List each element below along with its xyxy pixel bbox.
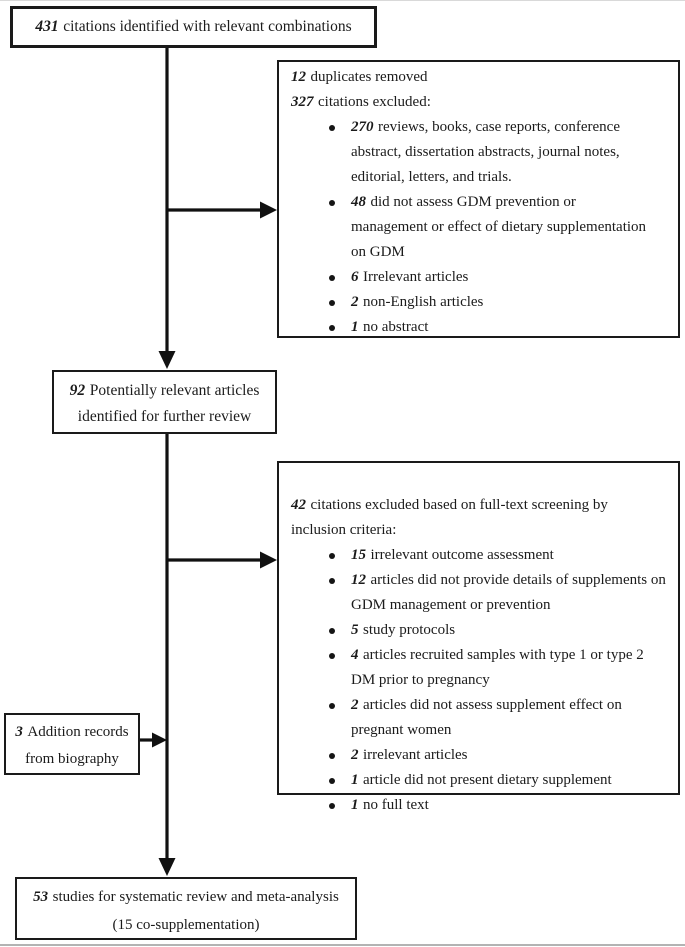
stat-text: identified for further review xyxy=(77,408,252,425)
stat-number: 2 xyxy=(351,294,359,310)
stat-text: studies for systematic review and meta-a… xyxy=(52,889,339,905)
stat-number: 12 xyxy=(291,69,306,85)
stat-number: 1 xyxy=(351,797,359,813)
stat-number: 327 xyxy=(291,94,314,110)
stat-text: non-English articles xyxy=(363,294,484,310)
stat-number: 2 xyxy=(351,747,359,763)
stat-number: 3 xyxy=(15,724,23,740)
stat-text: Irrelevant articles xyxy=(363,269,469,285)
stat-number: 1 xyxy=(351,772,359,788)
box-line: from biography xyxy=(6,746,138,773)
stat-text: articles did not assess supplement effec… xyxy=(351,697,622,738)
stat-text: duplicates removed xyxy=(310,69,428,85)
stat-number: 4 xyxy=(351,647,359,663)
stat-number: 6 xyxy=(351,269,359,285)
stat-text: articles recruited samples with type 1 o… xyxy=(351,647,644,688)
stat-number: 53 xyxy=(33,889,49,905)
stat-number: 2 xyxy=(351,697,359,713)
stat-number: 48 xyxy=(351,194,366,210)
stat-number: 270 xyxy=(351,119,374,135)
stat-text: irrelevant outcome assessment xyxy=(370,547,554,563)
stat-text: irrelevant articles xyxy=(363,747,468,763)
stat-text: articles did not provide details of supp… xyxy=(351,572,666,613)
stat-text: article did not present dietary suppleme… xyxy=(363,772,612,788)
connector-branch-excluded-fulltext xyxy=(167,551,277,569)
stat-text: citations excluded based on full-text sc… xyxy=(291,497,608,538)
stat-text: no full text xyxy=(363,797,429,813)
stat-number: 12 xyxy=(351,572,366,588)
stat-number: 431 xyxy=(35,18,59,35)
box-line: (15 co-supplementation) xyxy=(19,911,353,939)
connector-additional-to-flow xyxy=(140,732,167,748)
connector-branch-excluded-screening xyxy=(167,201,277,219)
stat-number: 92 xyxy=(69,382,86,399)
connector-identified-to-relevant xyxy=(158,46,176,369)
stat-number: 15 xyxy=(351,547,366,563)
stat-text: reviews, books, case reports, conference… xyxy=(351,119,620,185)
stat-text: citations identified with relevant combi… xyxy=(63,18,352,35)
stat-text: study protocols xyxy=(363,622,456,638)
box-line: identified for further review xyxy=(54,404,275,430)
figure-bottom-edge-line xyxy=(0,944,685,946)
stat-text: (15 co-supplementation) xyxy=(112,917,260,933)
figure-top-edge-line xyxy=(0,0,685,1)
stat-text: no abstract xyxy=(363,319,429,335)
connector-relevant-to-included xyxy=(158,434,176,876)
stat-number: 1 xyxy=(351,319,359,335)
stat-number: 5 xyxy=(351,622,359,638)
stat-text: from biography xyxy=(25,751,119,767)
stat-text: did not assess GDM prevention or managem… xyxy=(351,194,647,260)
stat-text: Addition records xyxy=(27,724,129,740)
stat-text: Potentially relevant articles xyxy=(89,382,260,399)
stat-text: citations excluded: xyxy=(318,94,431,110)
stat-number: 42 xyxy=(291,497,306,513)
